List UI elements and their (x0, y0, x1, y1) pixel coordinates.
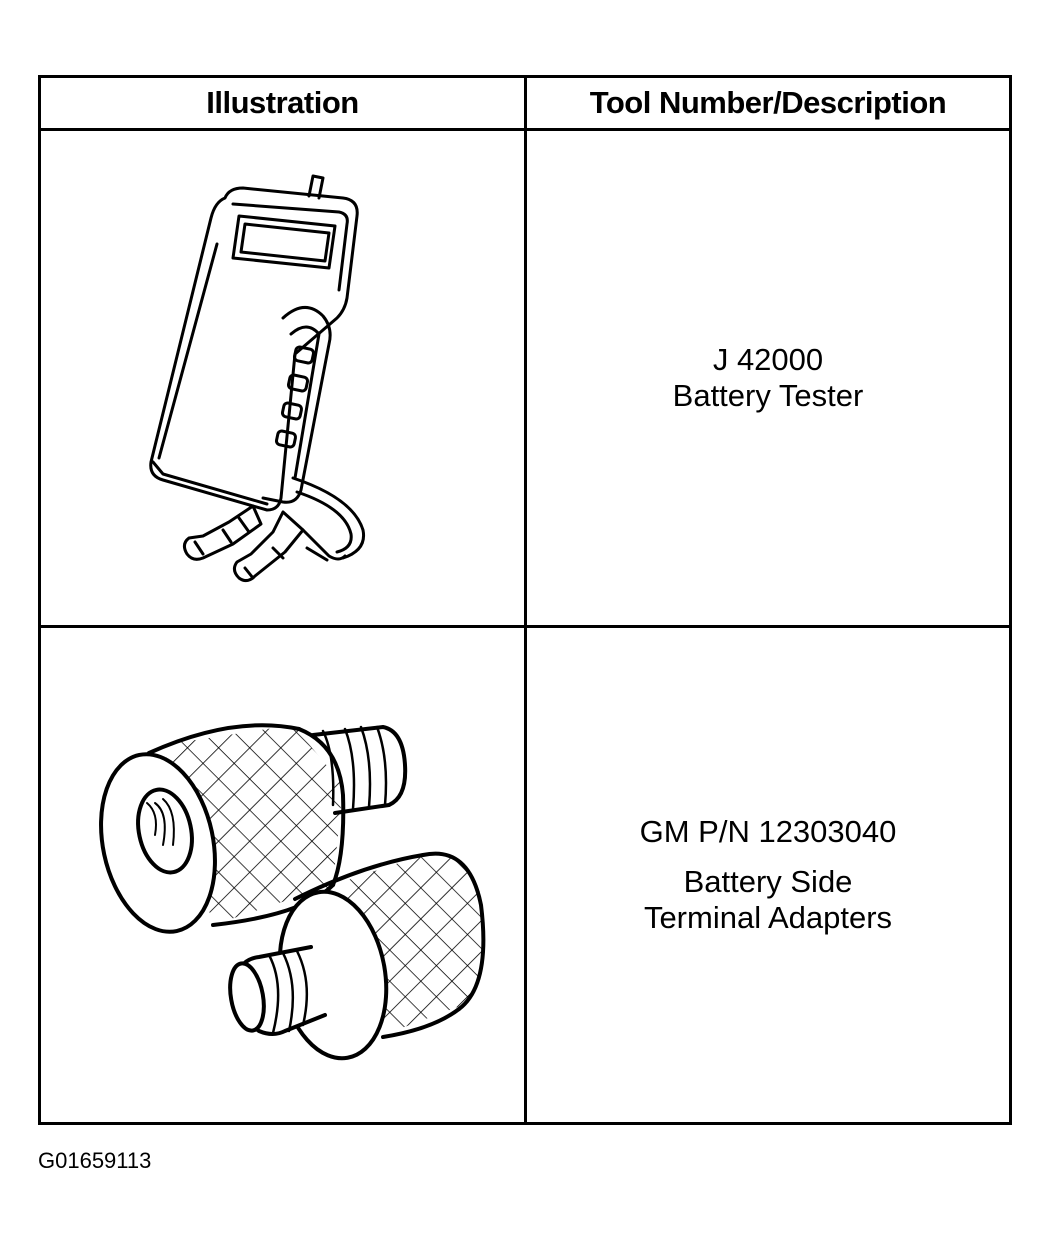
table-row: GM P/N 12303040 Battery Side Terminal Ad… (38, 625, 1012, 1125)
tool-number: GM P/N 12303040 (639, 814, 897, 849)
table-header-row: Illustration Tool Number/Description (38, 75, 1012, 131)
document-id: G01659113 (38, 1148, 152, 1173)
description-cell: J 42000 Battery Tester (524, 128, 1012, 628)
terminal-adapters-icon (98, 723, 485, 1061)
description-cell: GM P/N 12303040 Battery Side Terminal Ad… (524, 625, 1012, 1125)
battery-tester-icon (148, 174, 365, 583)
tool-description-line: Battery Side (683, 864, 853, 899)
header-tool-number-description: Tool Number/Description (524, 75, 1012, 131)
tool-description-line: Terminal Adapters (643, 900, 893, 935)
tool-description-line: Battery Tester (672, 378, 864, 413)
special-tools-table: Illustration Tool Number/Description (38, 75, 1012, 1125)
tool-number: J 42000 (712, 342, 824, 377)
header-illustration: Illustration (38, 75, 527, 131)
illustration-cell (38, 128, 527, 628)
table-row: J 42000 Battery Tester (38, 128, 1012, 628)
illustration-cell (38, 625, 527, 1125)
